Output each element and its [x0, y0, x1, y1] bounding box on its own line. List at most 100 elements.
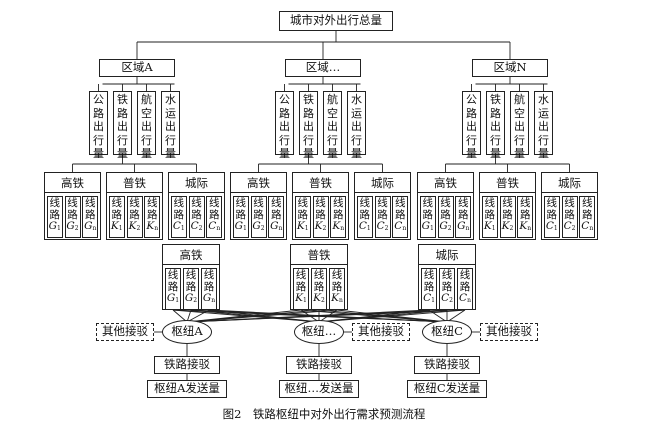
line-subscript: 2 [260, 225, 265, 232]
hub-output-label: 枢纽A发送量 [154, 381, 220, 396]
line-letter: G [457, 220, 466, 232]
line-code: C1 [172, 220, 186, 235]
mode-label-char: 量 [279, 147, 290, 160]
line-prefix-char: 线 [458, 197, 469, 209]
line-letter: K [483, 220, 492, 232]
line-letter: C [376, 220, 385, 232]
line-prefix-char: 线 [129, 197, 140, 209]
rail-group-G-title: 高铁 [45, 173, 100, 193]
mode-label-char: 行 [514, 133, 525, 147]
mode-label-char: 路 [279, 106, 290, 120]
line-prefix-char: 路 [359, 208, 371, 221]
rail-transfer-box: 铁路接驳 [154, 356, 220, 374]
mode-label-char: 行 [490, 133, 501, 147]
other-transfer-box: 其他接驳 [352, 323, 410, 341]
line-code: C1 [358, 220, 372, 235]
other-transfer-box: 其他接驳 [96, 323, 154, 341]
mode-label-char: 量 [351, 147, 362, 160]
line-prefix-char: 线 [167, 269, 179, 281]
line-letter: K [110, 220, 119, 232]
mode-label-char: 公 [93, 93, 104, 106]
mode-box: 航空出行量 [323, 91, 342, 160]
line-letter: K [331, 292, 339, 304]
mode-label-char: 航 [141, 93, 152, 106]
hub-rail-group-K-title: 普铁 [291, 245, 347, 265]
mode-label-char: 出 [165, 120, 176, 133]
line-subscript: 1 [431, 297, 435, 304]
mode-label-char: 行 [279, 133, 290, 147]
mode-box: 公路出行量 [89, 91, 108, 160]
region-box: 区域N [472, 59, 548, 77]
line-prefix-char: 路 [458, 208, 469, 221]
line-code: G1 [421, 220, 435, 235]
line-letter: C [459, 292, 468, 304]
mode-label-char: 量 [514, 147, 525, 160]
mode-label-char: 运 [538, 106, 549, 120]
line-letter: G [234, 220, 244, 232]
other-transfer-label: 其他接驳 [102, 324, 148, 339]
line-subscript: n [338, 297, 343, 304]
mode-label-char: 行 [303, 133, 314, 147]
connector-line [186, 309, 338, 323]
line-prefix-char: 路 [173, 208, 185, 221]
line-prefix-char: 路 [546, 208, 558, 221]
mode-label-char: 出 [93, 120, 104, 133]
line-subscript: 1 [491, 225, 496, 232]
region-label: 区域N [493, 60, 527, 75]
line-prefix-char: 路 [423, 280, 435, 293]
line-subscript: n [465, 225, 470, 232]
line-subscript: n [216, 225, 221, 232]
mode-label-char: 行 [117, 133, 128, 147]
rail-group-G-title: 高铁 [418, 173, 473, 193]
line-code: G1 [48, 220, 62, 235]
line-code: Cn [580, 220, 594, 235]
line-prefix-char: 路 [377, 208, 388, 221]
line-letter: C [423, 292, 432, 304]
line-letter: G [84, 220, 93, 232]
rail-transfer-box: 铁路接驳 [414, 356, 480, 374]
mode-label-char: 出 [490, 120, 501, 133]
line-prefix-char: 线 [191, 197, 202, 209]
line-prefix-char: 路 [49, 208, 61, 221]
hub-rail-group-C-title: 城际 [419, 245, 475, 265]
line-subscript: 2 [193, 297, 198, 304]
line-subscript: 2 [74, 225, 79, 232]
line-code: K2 [314, 220, 328, 235]
line-prefix-char: 路 [395, 208, 406, 221]
line-prefix-char: 线 [502, 197, 513, 209]
mode-box: 水运出行量 [161, 91, 180, 160]
hub-rail-group-G-title: 高铁 [163, 245, 219, 265]
line-letter: K [313, 292, 322, 304]
mode-label-char: 量 [141, 147, 152, 160]
line-prefix-char: 线 [546, 197, 558, 209]
region-label: 区域… [305, 60, 341, 75]
line-prefix-char: 线 [313, 269, 325, 281]
line-prefix-char: 路 [564, 208, 575, 221]
rail-group-K-title: 普铁 [293, 173, 348, 193]
line-code: K2 [128, 220, 142, 235]
mode-label-char: 行 [466, 133, 477, 147]
line-code: Gn [202, 292, 216, 307]
line-letter: K [332, 220, 341, 232]
mode-label-char: 路 [490, 106, 501, 120]
line-subscript: 1 [366, 225, 371, 232]
total-travel-box: 城市对外出行总量 [279, 11, 393, 31]
line-code: Cn [393, 220, 407, 235]
rail-group-K-title: 普铁 [480, 173, 535, 193]
line-prefix-char: 路 [129, 208, 140, 221]
